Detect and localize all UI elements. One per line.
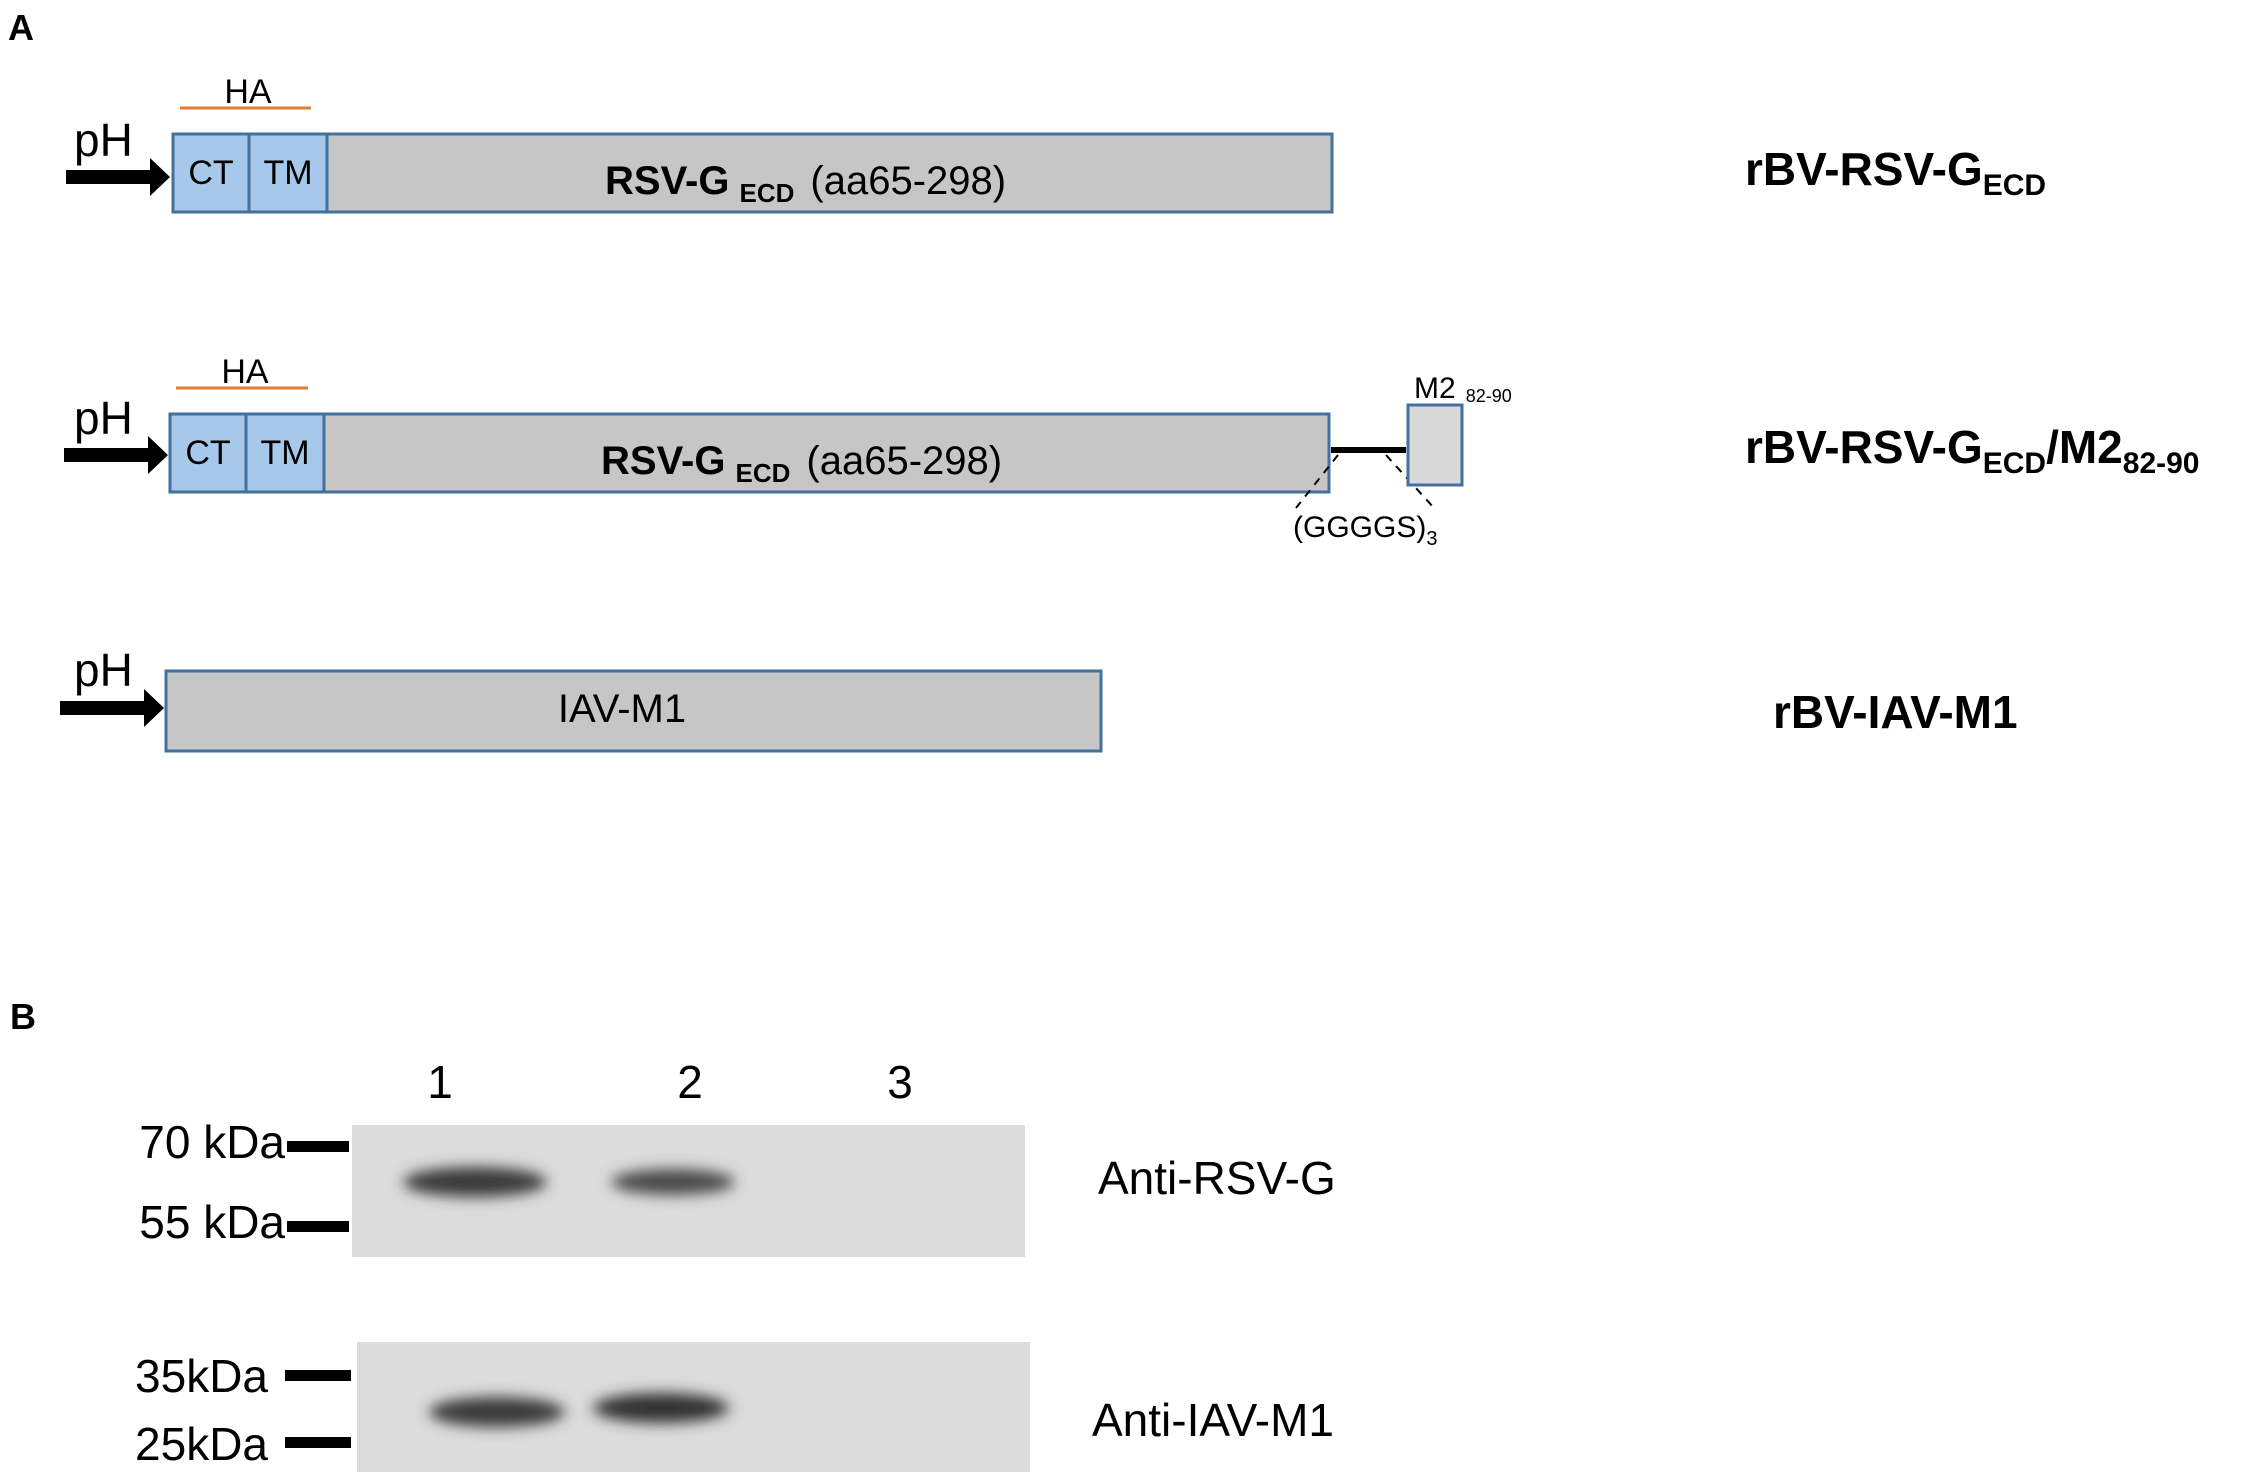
panel-a-label: A (8, 7, 34, 48)
ha-label: HA (224, 73, 272, 111)
lane-label: 2 (677, 1056, 703, 1108)
ct-label: CT (188, 154, 233, 192)
blot-anti-rsv-g: 1 2 3 70 kDa 55 kDa Anti-RSV-G (139, 1056, 1336, 1257)
marker-label: 55 kDa (139, 1196, 285, 1248)
construct-name: rBV-IAV-M1 (1773, 686, 2018, 738)
ct-domain (171, 132, 251, 214)
rsv-g-ecd-domain (322, 412, 1331, 494)
panel-b-label: B (10, 996, 36, 1037)
band-lane-1 (429, 1397, 565, 1427)
linker-callout-left (1295, 454, 1339, 509)
tm-label: TM (260, 434, 309, 472)
construct-iav-m1: pH IAV-M1 rBV-IAV-M1 (60, 644, 2018, 753)
antibody-label: Anti-RSV-G (1098, 1152, 1336, 1204)
band-lane-2 (611, 1169, 735, 1195)
promoter-arrow-icon (60, 689, 164, 727)
lane-label: 3 (887, 1056, 913, 1108)
promoter-arrow-icon (66, 158, 170, 196)
ha-label: HA (221, 353, 269, 391)
tm-domain (247, 132, 329, 214)
linker-label: (GGGGS)3 (1293, 511, 1437, 550)
marker-tick (285, 1370, 351, 1381)
antibody-label: Anti-IAV-M1 (1092, 1394, 1334, 1446)
lane-label: 1 (427, 1056, 453, 1108)
ct-domain (168, 412, 248, 494)
tm-label: TM (263, 154, 312, 192)
construct-name: rBV-RSV-GECD/M282-90 (1745, 421, 2200, 480)
marker-tick (287, 1141, 349, 1152)
rsv-g-ecd-domain (325, 132, 1334, 214)
construct-name: rBV-RSV-GECD (1745, 143, 2046, 202)
marker-label: 25kDa (135, 1418, 268, 1470)
marker-tick (287, 1221, 349, 1232)
iav-m1-label: IAV-M1 (558, 687, 686, 731)
band-lane-1 (403, 1167, 547, 1197)
promoter-label: pH (74, 644, 133, 696)
marker-label: 35kDa (135, 1350, 268, 1402)
iav-m1-domain (164, 669, 1103, 753)
promoter-label: pH (74, 114, 133, 166)
promoter-label: pH (74, 392, 133, 444)
ct-label: CT (185, 434, 230, 472)
m2-epitope-box (1406, 403, 1464, 487)
marker-tick (285, 1437, 351, 1448)
marker-label: 70 kDa (139, 1116, 285, 1168)
blot-anti-iav-m1: 35kDa 25kDa Anti-IAV-M1 (135, 1342, 1334, 1472)
promoter-arrow-icon (64, 436, 168, 474)
tm-domain (244, 412, 326, 494)
band-lane-2 (593, 1393, 729, 1423)
